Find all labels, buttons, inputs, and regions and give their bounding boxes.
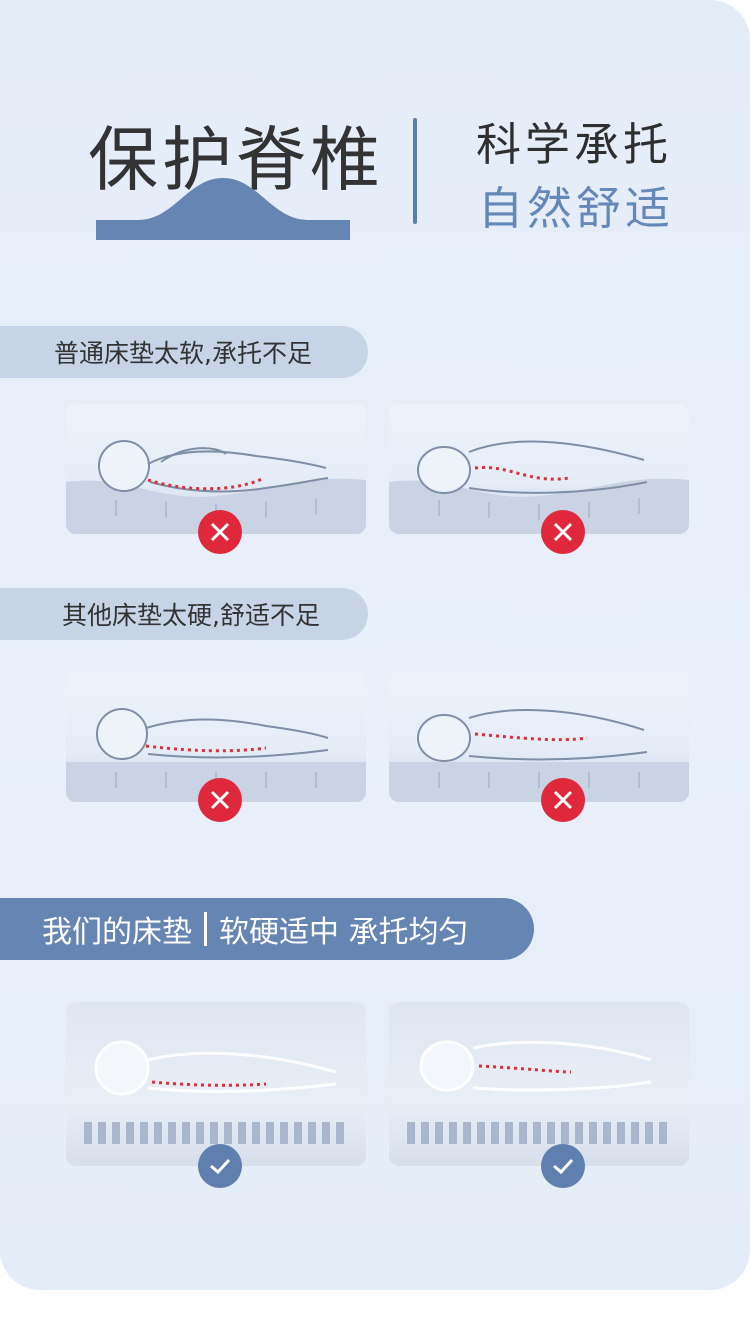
hard-mattress-prone-illustration — [389, 672, 689, 802]
our-mattress-prone-illustration — [389, 1002, 689, 1166]
wrong-mark-icon — [541, 778, 585, 822]
soft-mattress-side-illustration — [66, 404, 366, 534]
check-mark-icon — [198, 1144, 242, 1188]
wrong-mark-icon — [198, 510, 242, 554]
header-divider — [413, 118, 417, 224]
wrong-mark-icon — [541, 510, 585, 554]
section-label-soft: 普通床垫太软,承托不足 — [0, 326, 368, 378]
subtitle-line1: 科学承托 — [476, 118, 673, 171]
soft-mattress-prone-illustration — [389, 404, 689, 534]
section-label-ours-right: 软硬适中 承托均匀 — [219, 915, 469, 950]
section-label-hard: 其他床垫太硬,舒适不足 — [0, 588, 368, 640]
content-card: 保护脊椎 科学承托 自然舒适 普通床垫太软,承托不足 — [0, 0, 750, 1290]
our-mattress-side-illustration — [66, 1002, 366, 1166]
section-label-separator — [204, 912, 207, 946]
section-label-ours-left: 我们的床垫 — [42, 915, 192, 950]
section-label-soft-text: 普通床垫太软,承托不足 — [54, 339, 312, 368]
subtitle-line2: 自然舒适 — [478, 182, 675, 235]
spine-wave-icon — [96, 178, 350, 240]
section-label-hard-text: 其他床垫太硬,舒适不足 — [62, 601, 320, 630]
check-mark-icon — [541, 1144, 585, 1188]
wrong-mark-icon — [198, 778, 242, 822]
section-label-ours: 我们的床垫 软硬适中 承托均匀 — [0, 898, 534, 960]
